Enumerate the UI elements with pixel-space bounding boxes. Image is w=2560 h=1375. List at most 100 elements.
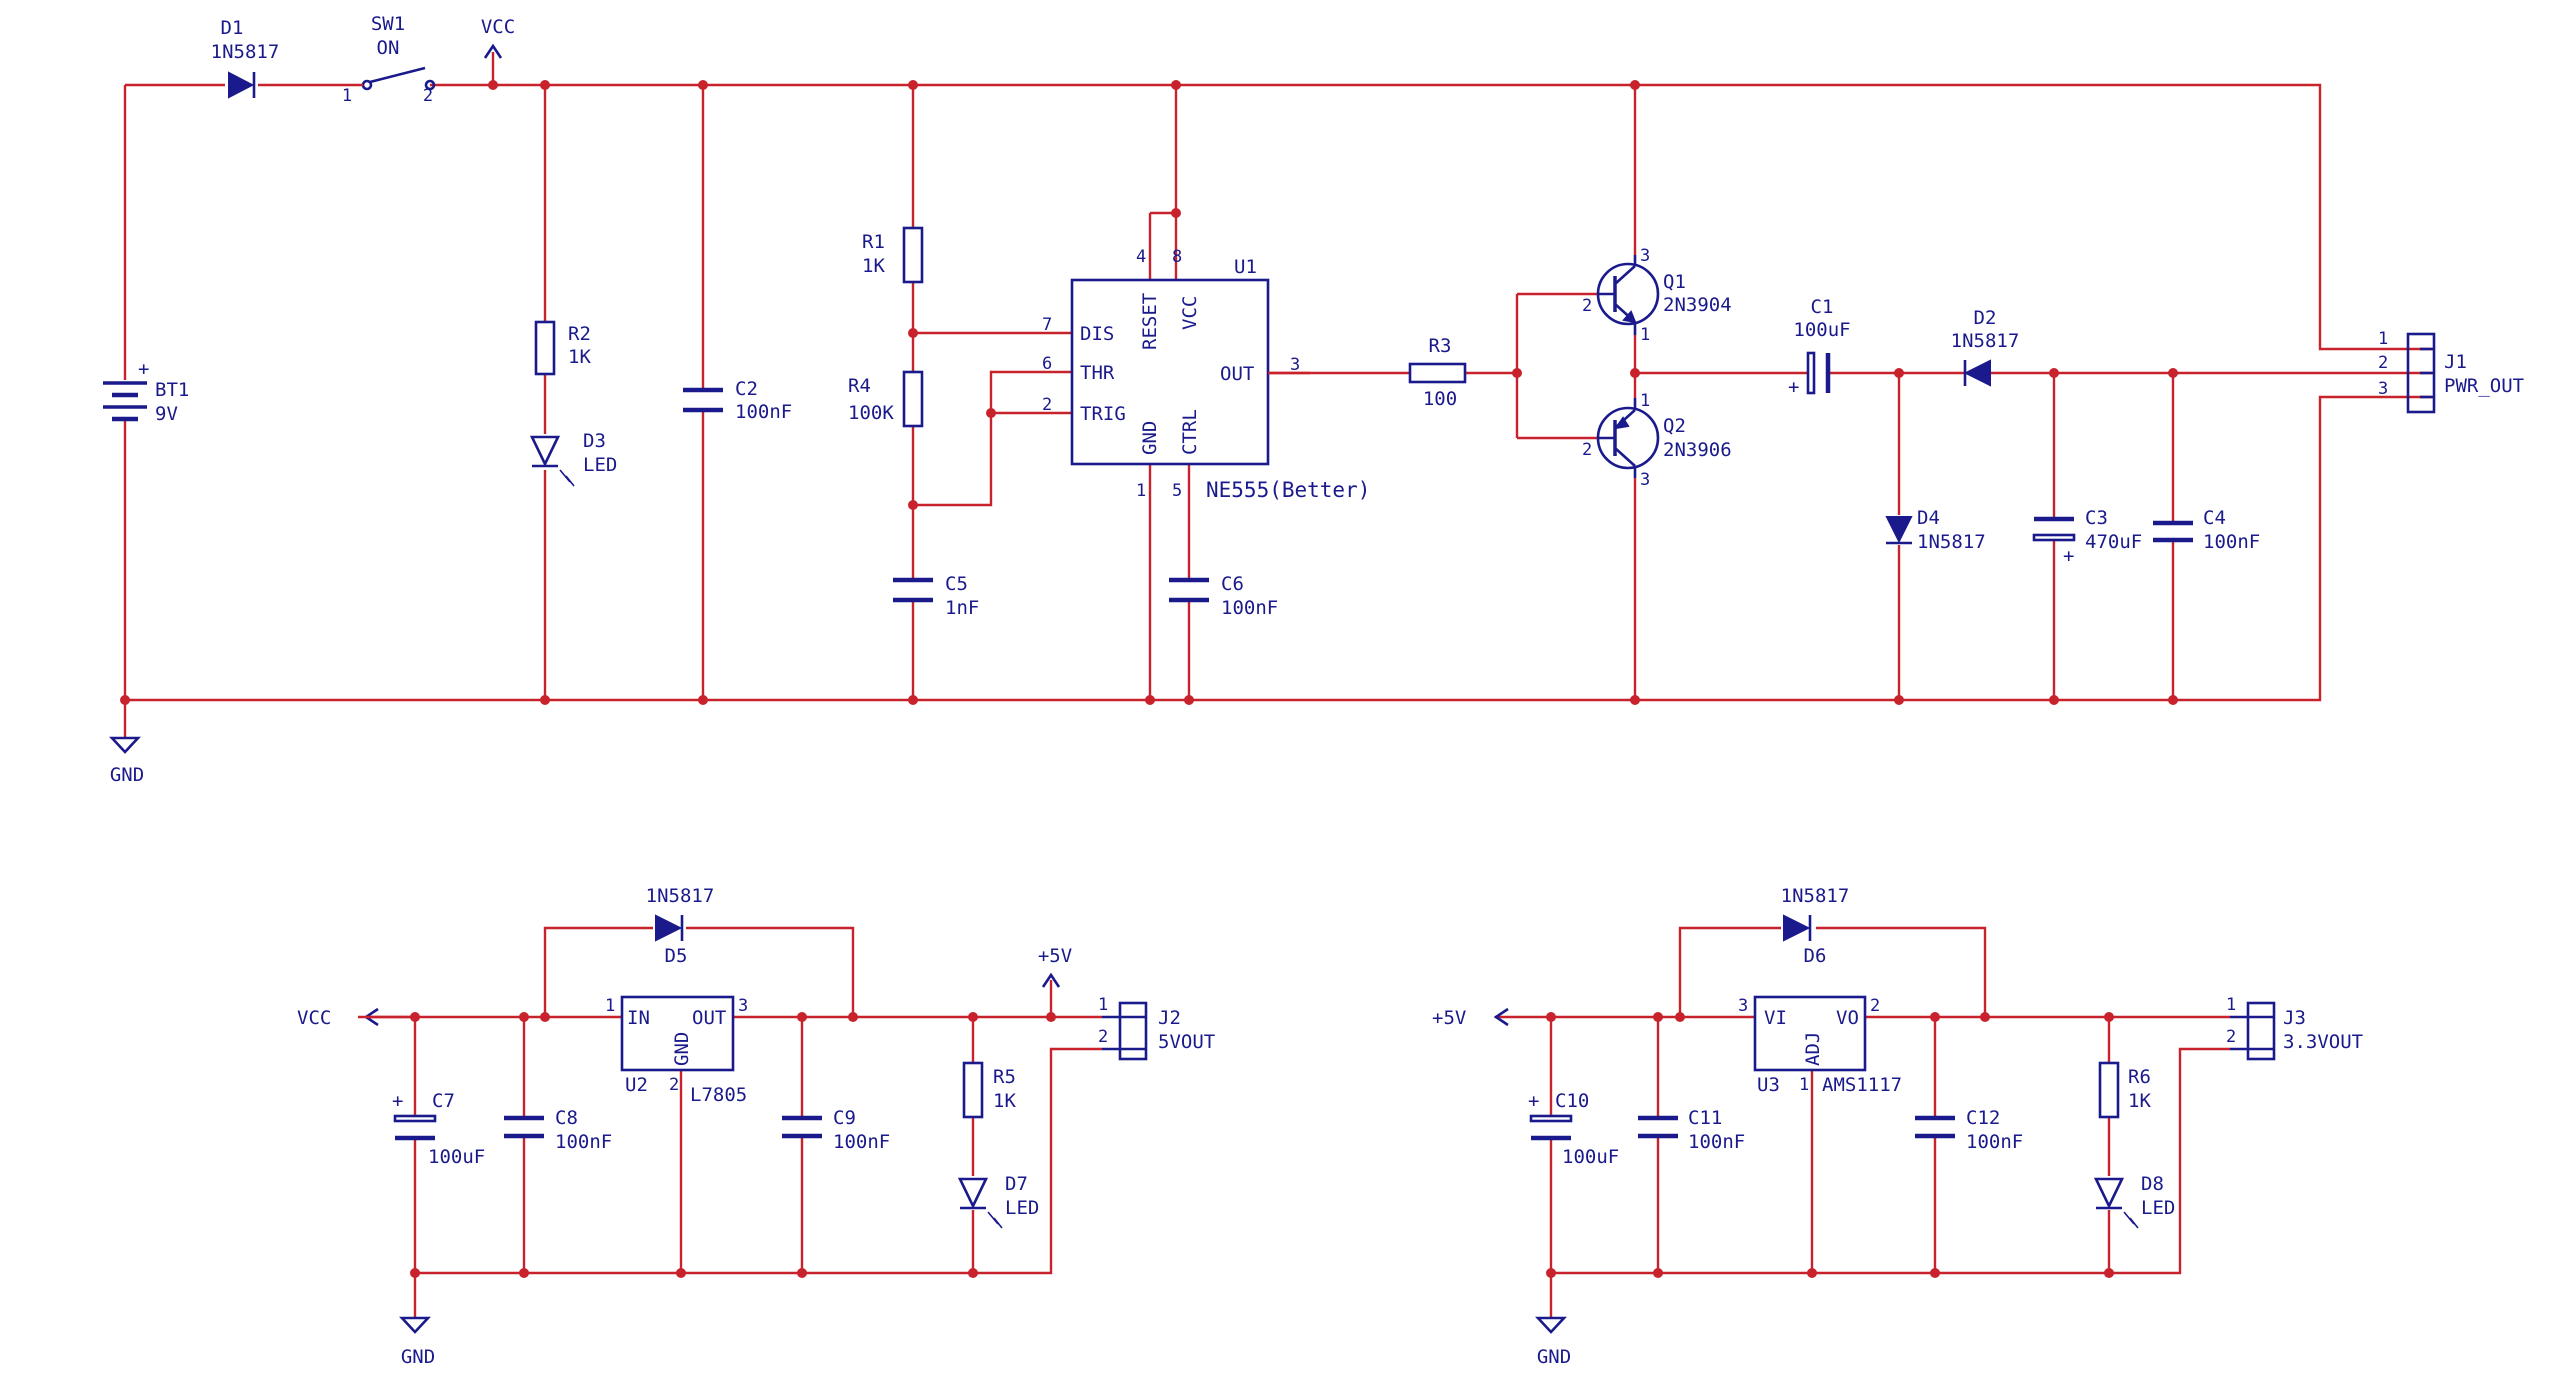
- resistor-r3: R3 100: [1408, 335, 1467, 410]
- d5-value: 1N5817: [646, 885, 715, 907]
- c1-ref: C1: [1811, 296, 1834, 318]
- reg33-junctions: [1546, 1012, 2114, 1278]
- led-d8: D8 LED: [2093, 1173, 2175, 1229]
- junction: [2049, 695, 2059, 705]
- junction: [2168, 695, 2178, 705]
- u1-pinnum-4: 4: [1136, 247, 1146, 267]
- u1-pin-trig: TRIG: [1080, 403, 1126, 425]
- junction: [908, 328, 918, 338]
- reg5-plus5-label: +5V: [1038, 945, 1072, 967]
- reg5-gnd-label: GND: [401, 1346, 435, 1368]
- reg33-plus5-flag: +5V: [1432, 1007, 1509, 1029]
- junction: [488, 80, 498, 90]
- u1-pinnum-1: 1: [1136, 481, 1146, 501]
- r4-ref: R4: [848, 375, 871, 397]
- d2-value: 1N5817: [1951, 330, 2020, 352]
- capacitor-c5: C5 1nF: [893, 573, 979, 619]
- junction: [1675, 1012, 1685, 1022]
- u3-pin-vo: VO: [1836, 1007, 1859, 1029]
- r5-ref: R5: [993, 1066, 1016, 1088]
- junction: [2104, 1012, 2114, 1022]
- d1-ref: D1: [221, 17, 244, 39]
- u2-value: L7805: [690, 1084, 747, 1106]
- ic-u1-ne555: DIS THR TRIG OUT RESET VCC GND CTRL 7 6 …: [1042, 247, 1370, 502]
- bt1-value: 9V: [155, 403, 178, 425]
- reg5-vcc-label: VCC: [297, 1007, 331, 1029]
- junction: [1630, 368, 1640, 378]
- wire-thr-trig: [913, 370, 1072, 507]
- j2-ref: J2: [1158, 1007, 1181, 1029]
- r3-ref: R3: [1429, 335, 1452, 357]
- u1-pinnum-3: 3: [1290, 355, 1300, 375]
- junction: [1171, 80, 1181, 90]
- c11-value: 100nF: [1688, 1131, 1745, 1153]
- gnd-symbol-top: GND: [109, 736, 144, 786]
- junction: [968, 1012, 978, 1022]
- junction: [519, 1012, 529, 1022]
- j3-value: 3.3VOUT: [2283, 1031, 2363, 1053]
- d7-value: LED: [1005, 1197, 1039, 1219]
- junction: [908, 80, 918, 90]
- c3-ref: C3: [2085, 507, 2108, 529]
- d7-ref: D7: [1005, 1173, 1028, 1195]
- u3-pin3: 3: [1738, 996, 1748, 1016]
- d8-ref: D8: [2141, 1173, 2164, 1195]
- j1-pin2: 2: [2378, 353, 2388, 373]
- ic-u2-l7805: IN OUT GND 1 3 2 U2 L7805: [605, 995, 748, 1106]
- vcc-flag-label: VCC: [481, 16, 515, 38]
- d5-ref: D5: [665, 945, 688, 967]
- c1-value: 100uF: [1793, 319, 1850, 341]
- vcc-power-flag: VCC: [481, 16, 515, 59]
- junction: [1653, 1268, 1663, 1278]
- junction: [1653, 1012, 1663, 1022]
- capacitor-c10: + C10 100uF: [1528, 1090, 1619, 1168]
- u1-pin-reset: RESET: [1139, 293, 1161, 350]
- u1-pin-out: OUT: [1220, 363, 1254, 385]
- u1-pinnum-8: 8: [1172, 247, 1182, 267]
- resistor-r2: R2 1K: [534, 320, 591, 376]
- diode-d2: D2 1N5817: [1951, 307, 2020, 387]
- u1-pinnum-5: 5: [1172, 481, 1182, 501]
- c10-value: 100uF: [1562, 1146, 1619, 1168]
- sw1-ref: SW1: [371, 13, 405, 35]
- c6-ref: C6: [1221, 573, 1244, 595]
- junction: [1930, 1268, 1940, 1278]
- d3-value: LED: [583, 454, 617, 476]
- c3-plus: +: [2063, 545, 2074, 567]
- led-d7: D7 LED: [957, 1173, 1039, 1229]
- j1-ref: J1: [2444, 351, 2467, 373]
- j1-value: PWR_OUT: [2444, 375, 2524, 397]
- c3-value: 470uF: [2085, 531, 2142, 553]
- capacitor-c1: + C1 100uF: [1788, 296, 1851, 398]
- q2-value: 2N3906: [1663, 439, 1732, 461]
- wire-reg33-bypass: [1678, 926, 1987, 1017]
- c7-value: 100uF: [428, 1146, 485, 1168]
- c4-value: 100nF: [2203, 531, 2260, 553]
- sw1-pin1: 1: [342, 86, 352, 106]
- j2-value: 5VOUT: [1158, 1031, 1215, 1053]
- c4-ref: C4: [2203, 507, 2226, 529]
- q1-pin3: 3: [1640, 246, 1650, 266]
- wire-bases: [1515, 292, 1598, 440]
- u3-pin-adj: ADJ: [1802, 1032, 1824, 1066]
- wire-reg5-gnd: [415, 1015, 1102, 1275]
- r6-value: 1K: [2128, 1090, 2151, 1112]
- d3-ref: D3: [583, 430, 606, 452]
- d1-value: 1N5817: [211, 41, 280, 63]
- r4-value: 100K: [848, 402, 894, 424]
- reg5-junctions: [410, 1012, 1056, 1278]
- wire-vcc-rail: [125, 83, 2432, 351]
- junction: [1894, 368, 1904, 378]
- wire-reg5-bypass: [543, 926, 855, 1017]
- r3-value: 100: [1423, 388, 1457, 410]
- battery-bt1: + BT1 9V: [103, 358, 189, 425]
- q1-pin2: 2: [1582, 296, 1592, 316]
- wire-reg33-gnd: [1551, 1015, 2230, 1275]
- junction: [1894, 695, 1904, 705]
- u2-pin-gnd: GND: [671, 1032, 693, 1066]
- d4-value: 1N5817: [1917, 531, 1986, 553]
- diode-d1: D1 1N5817: [211, 17, 280, 99]
- d6-value: 1N5817: [1781, 885, 1850, 907]
- junction: [797, 1268, 807, 1278]
